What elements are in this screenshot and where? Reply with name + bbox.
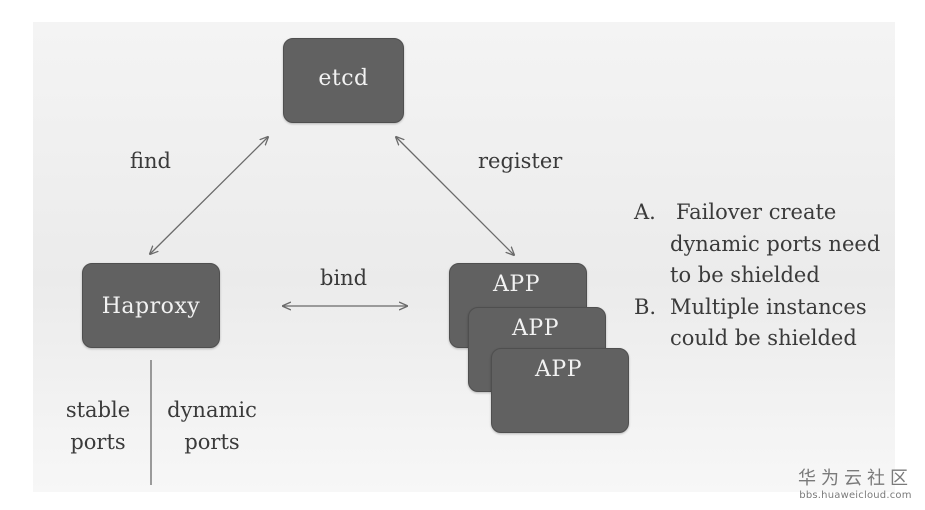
stable-ports-line: ports [70, 430, 126, 454]
dynamic-ports-label: dynamic ports [164, 394, 260, 458]
etcd-node: etcd [283, 38, 404, 123]
register-arrow [396, 137, 514, 255]
app-node-3: APP [491, 348, 629, 433]
note-item-b: B. Multiple instances could be shielded [634, 292, 880, 355]
haproxy-node-label: Haproxy [101, 294, 201, 319]
note-item-a: A. Failover create dynamic ports need to… [634, 197, 880, 292]
haproxy-node: Haproxy [82, 263, 220, 348]
app-node-label: APP [512, 316, 559, 341]
note-marker: B. [634, 294, 657, 319]
find-arrow [150, 137, 268, 254]
note-line: Failover create [676, 200, 837, 224]
dynamic-ports-line: dynamic [167, 398, 257, 422]
note-line: to be shielded [670, 263, 820, 287]
watermark: 华为云社区 bbs.huaweicloud.com [798, 468, 913, 502]
stable-ports-line: stable [65, 398, 131, 422]
note-line: Multiple instances [670, 294, 867, 319]
note-line: could be shielded [670, 326, 857, 350]
watermark-title: 华为云社区 [798, 468, 913, 489]
app-node-label: APP [535, 357, 582, 382]
etcd-node-label: etcd [318, 66, 369, 91]
app-node-label: APP [493, 272, 540, 297]
dynamic-ports-line: ports [184, 430, 240, 454]
register-edge-label: register [478, 149, 563, 173]
note-marker: A. [634, 200, 656, 224]
watermark-url: bbs.huaweicloud.com [799, 490, 912, 501]
find-edge-label: find [130, 149, 171, 173]
note-line: dynamic ports need [670, 231, 881, 256]
bind-edge-label: bind [320, 266, 368, 290]
notes-list: A. Failover create dynamic ports need to… [634, 197, 880, 355]
slide-background [33, 22, 895, 492]
stable-ports-label: stable ports [65, 394, 131, 458]
